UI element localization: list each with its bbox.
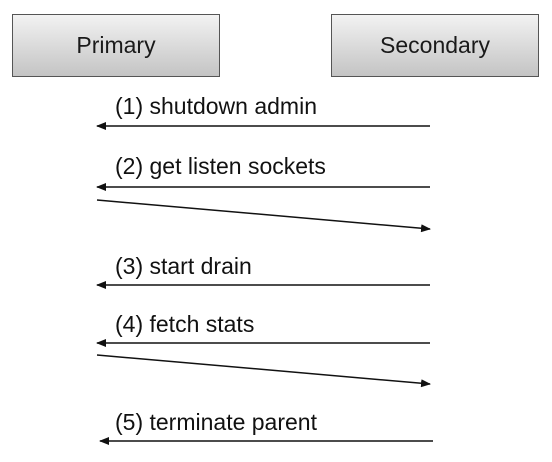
participant-secondary-label: Secondary <box>380 32 490 58</box>
reply-arrow-4 <box>96 354 431 388</box>
message-label-2: (2) get listen sockets <box>115 153 326 179</box>
message-label-5: (5) terminate parent <box>115 409 317 435</box>
participant-primary: Primary <box>12 14 220 77</box>
participant-primary-label: Primary <box>76 32 156 58</box>
message-label-4: (4) fetch stats <box>115 311 255 337</box>
message-label-1: (1) shutdown admin <box>115 93 317 119</box>
reply-arrow-2 <box>96 199 431 233</box>
message-label-3: (3) start drain <box>115 253 252 279</box>
participant-secondary: Secondary <box>331 14 539 77</box>
